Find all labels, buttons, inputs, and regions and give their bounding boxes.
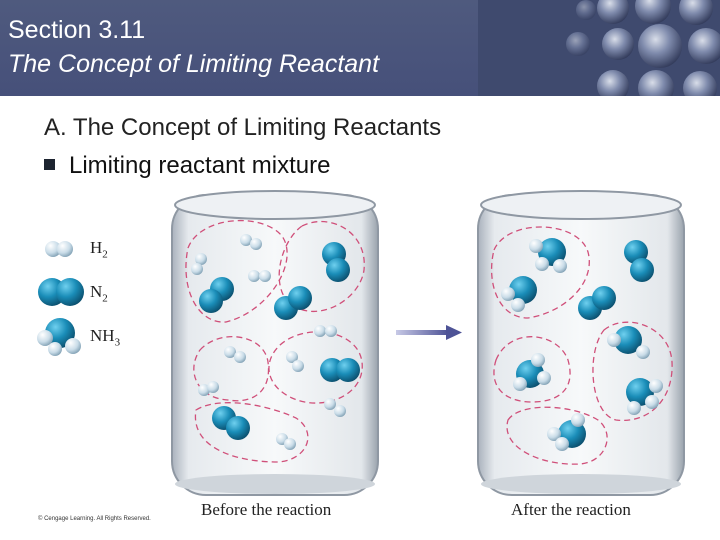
legend-n2-molecule <box>38 278 84 306</box>
slide-heading: A. The Concept of Limiting Reactants <box>44 114 441 142</box>
reaction-arrow-icon <box>396 325 462 340</box>
slide-header: Section 3.11 The Concept of Limiting Rea… <box>0 0 720 96</box>
section-number: Section 3.11 <box>8 16 145 45</box>
caption-before: Before the reaction <box>201 500 331 520</box>
molecules-after <box>501 238 663 451</box>
caption-after: After the reaction <box>511 500 631 520</box>
bullet-square-icon <box>44 159 55 170</box>
title-box: Section 3.11 The Concept of Limiting Rea… <box>0 0 478 96</box>
legend-label-h2: H2 <box>90 238 108 260</box>
section-title: The Concept of Limiting Reactant <box>8 50 379 79</box>
legend-label-nh3: NH3 <box>90 326 120 348</box>
bullet-item: Limiting reactant mixture <box>44 152 330 180</box>
bullet-text: Limiting reactant mixture <box>69 152 330 179</box>
decorative-spheres <box>478 0 720 96</box>
jar-before <box>172 191 378 495</box>
copyright-notice: © Cengage Learning. All Rights Reserved. <box>38 516 151 522</box>
legend-label-n2: N2 <box>90 282 108 304</box>
jar-after <box>478 191 684 495</box>
legend-h2-molecule <box>45 241 73 257</box>
legend-nh3-molecule <box>37 318 81 356</box>
molecules-before <box>191 234 360 450</box>
